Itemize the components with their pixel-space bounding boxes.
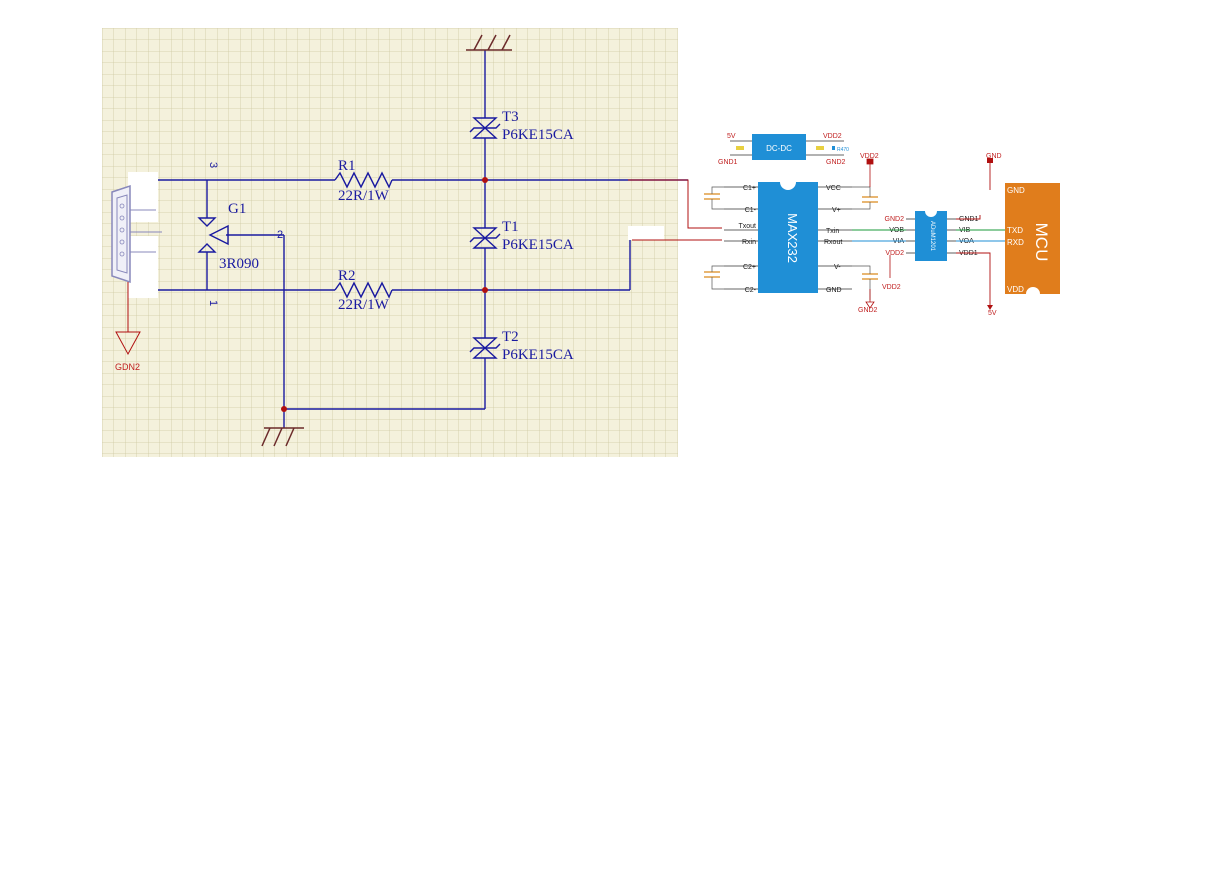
tvs-diode-t3: [469, 117, 501, 139]
max232-pin-txout: Txout: [738, 223, 756, 230]
tvs-diode-t1: [469, 227, 501, 249]
max232-pin-vplus: V+: [832, 207, 841, 214]
r2-ref: R2: [338, 268, 356, 284]
dcdc-res: R470: [837, 147, 849, 153]
mcu-block: MCU GND TXD RXD VDD GND 5V: [986, 153, 1060, 317]
iso-pin-vob: VOB: [889, 227, 904, 234]
dcdc-module: DC-DC 5V GND1 VDD2 GND2 R470: [718, 133, 849, 166]
max232-pin-txin: Txin: [826, 228, 839, 235]
t1-ref: T1: [502, 219, 519, 235]
max232-pin-rxin: Rxin: [742, 239, 756, 246]
protection-circuit: GDN2: [102, 28, 722, 457]
max232-pin-c2m: C2-: [745, 287, 757, 294]
iso-pin-vdd2: VDD2: [885, 250, 904, 257]
mcu-pin-vdd: VDD: [1007, 285, 1024, 294]
isolator-label: ADuM1201: [929, 221, 935, 252]
max232-pin-c2p: C2+: [743, 264, 756, 271]
isolator-vdd2: VDD2: [882, 284, 901, 291]
dcdc-label: DC-DC: [766, 144, 792, 153]
dcdc-out-g: GND2: [826, 159, 846, 166]
resistor-r2: R2 22R/1W: [334, 268, 393, 313]
g1-ref: G1: [228, 201, 246, 217]
t3-value: P6KE15CA: [502, 127, 574, 143]
mcu-label: MCU: [1032, 223, 1051, 262]
t3-ref: T3: [502, 109, 519, 125]
ground-symbol-gdn2: [115, 282, 141, 356]
dcdc-out-v: VDD2: [823, 133, 842, 140]
resistor-r1: R1 22R/1W: [334, 158, 393, 204]
max232-pin-vminus: V-: [834, 264, 841, 271]
isolator-chip: ADuM1201 GND2 VOB VIA VDD2 GND1 VIB VOA …: [882, 211, 979, 291]
max232-gnd2: GND2: [858, 307, 878, 314]
iso-pin-voa: VOA: [959, 238, 974, 245]
db9-connector: [111, 184, 162, 284]
iso-pin-gnd2: GND2: [885, 216, 905, 223]
g1-pin-2: 2: [277, 229, 283, 241]
interface-circuit: DC-DC 5V GND1 VDD2 GND2 R470 MAX232: [704, 133, 1060, 317]
max232-label: MAX232: [785, 213, 800, 263]
mcu-gnd-top: GND: [986, 153, 1002, 160]
g1-pin-3: 3: [207, 162, 219, 168]
max232-chip: MAX232 C1+ C1- Txout Rxin C2+ C2- VCC V+…: [704, 153, 879, 314]
max232-pin-rxout: Rxout: [824, 239, 842, 246]
t2-value: P6KE15CA: [502, 347, 574, 363]
max232-pin-gnd: GND: [826, 287, 842, 294]
g1-pin-1: 1: [207, 300, 219, 306]
r1-ref: R1: [338, 158, 356, 174]
max232-pin-c1m: C1-: [745, 207, 757, 214]
iso-pin-vib: VIB: [959, 227, 971, 234]
tvs-diode-t2: [469, 337, 501, 359]
r1-value: 22R/1W: [338, 188, 390, 204]
t2-ref: T2: [502, 329, 519, 345]
max232-pin-vcc: VCC: [826, 185, 841, 192]
r2-value: 22R/1W: [338, 297, 390, 313]
earth-symbol-top: [466, 34, 512, 51]
dcdc-in-v: 5V: [727, 133, 736, 140]
iso-pin-via: VIA: [893, 238, 905, 245]
g1-value: 3R090: [219, 256, 259, 272]
mcu-pin-rxd: RXD: [1007, 238, 1024, 247]
signal-wires: [852, 162, 1005, 305]
gdn2-label: GDN2: [115, 362, 140, 372]
max232-pin-c1p: C1+: [743, 185, 756, 192]
junction-dots: [281, 177, 488, 412]
iso-pin-vdd1: VDD1: [959, 250, 978, 257]
dcdc-in-g: GND1: [718, 159, 738, 166]
earth-symbol-bottom: [261, 427, 304, 447]
red-traces: [628, 179, 722, 241]
t1-value: P6KE15CA: [502, 237, 574, 253]
iso-pin-gnd1: GND1: [959, 216, 979, 223]
max232-vdd2: VDD2: [860, 153, 879, 160]
mcu-5v-bottom: 5V: [988, 310, 997, 317]
mcu-pin-gnd: GND: [1007, 186, 1025, 195]
gas-discharge-tube-g1: [197, 217, 229, 253]
mcu-pin-txd: TXD: [1007, 226, 1023, 235]
